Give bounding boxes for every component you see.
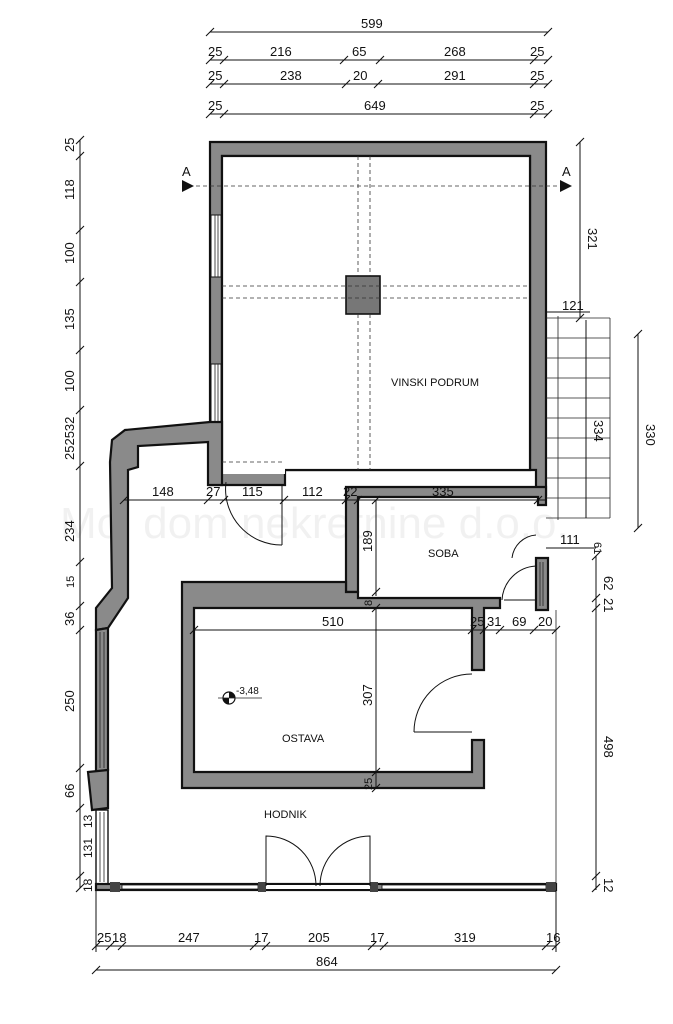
right-dimensions: 321 121 334 330 111 61 62 21 498 12 [546,137,658,892]
cellar-structure [196,156,560,470]
watermark: Moj dom nekretnine d.o.o. [60,499,569,548]
dim-hall-4: 22 [343,484,357,499]
interior-dimensions: 148 27 115 112 22 335 189 8 510 25 31 69… [119,484,561,793]
dim-hall-2: 115 [242,484,263,499]
dim-right-lower-4: 498 [601,736,616,758]
section-marker-right: A [562,164,571,179]
dim-left-10: 66 [62,784,77,798]
top-dimensions: 599 25 216 65 268 25 25 238 20 291 25 25… [205,16,553,119]
section-marker-left: A [182,164,191,179]
dim-bottom-2: 247 [178,930,200,945]
dim-top-r2-2: 20 [353,68,367,83]
doors [225,481,537,887]
dim-ostava-2: 31 [487,614,501,629]
outer-walls [86,420,558,892]
dim-left-13: 18 [81,878,95,892]
stairs [546,316,611,520]
bottom-dimensions: 25 18 247 17 205 17 319 16 864 [91,890,560,975]
dim-bottom-3: 17 [254,930,268,945]
dim-right-lower-5: 12 [601,878,616,892]
dim-left-5: 252532 [62,417,77,460]
dim-bottom-0: 25 [97,930,111,945]
dim-left-3: 135 [62,308,77,330]
dim-top-r2-3: 291 [444,68,466,83]
cellar-walls [208,140,548,497]
dim-right-lower-1: 61 [591,542,603,554]
dim-right-upper: 321 [585,228,600,250]
dim-ostava-1: 25 [470,614,484,629]
dim-left-7: 15 [65,576,77,588]
dim-bottom-1: 18 [112,930,126,945]
level-marker: -3,48 [218,686,262,705]
dim-left-4: 100 [62,370,77,392]
dim-hall-1: 27 [206,484,220,499]
level-marker-label: -3,48 [236,686,259,697]
dim-top-r3-0: 25 [208,98,222,113]
dim-ostava-4: 20 [538,614,552,629]
dim-right-stair-run: 334 [591,420,606,442]
dim-left-12: 131 [81,838,95,858]
ostava-walls [180,580,502,790]
dim-right-lower-0: 111 [560,532,580,547]
room-label-hodnik: HODNIK [264,809,307,821]
dim-left-11: 13 [81,814,95,828]
room-label-soba: SOBA [428,548,459,560]
dim-hall-0: 148 [152,484,174,499]
dim-bottom-4: 205 [308,930,330,945]
dim-top-r1-0: 25 [208,44,222,59]
dim-bottom-7: 16 [546,930,560,945]
dim-hall-5: 335 [432,484,454,499]
dim-left-0: 25 [62,138,77,152]
room-label-vinski-podrum: VINSKI PODRUM [391,377,479,389]
dim-top-total: 599 [361,16,383,31]
dim-hall-3: 112 [302,484,323,499]
dim-soba-height: 189 [360,530,375,552]
dim-bottom-total: 864 [316,954,338,969]
dim-top-r3-2: 25 [530,98,544,113]
dim-bottom-6: 319 [454,930,476,945]
dim-top-r2-1: 238 [280,68,302,83]
dim-left-1: 118 [62,179,77,200]
dim-ostava-wall: 25 [363,778,375,790]
dim-top-r1-1: 216 [270,44,292,59]
dim-top-r1-4: 25 [530,44,544,59]
dim-right-stair-total: 330 [643,424,658,446]
dim-bottom-5: 17 [370,930,384,945]
dim-ostava-3: 69 [512,614,526,629]
section-markers: A A [182,164,572,192]
dim-right-lower-3: 21 [601,598,616,612]
room-label-ostava: OSTAVA [282,733,325,745]
dim-top-r1-2: 65 [352,44,366,59]
dim-top-r2-0: 25 [208,68,222,83]
dim-right-stair-width: 121 [562,298,584,313]
dim-soba-wall: 8 [363,600,375,606]
dim-ostava-height: 307 [360,684,375,706]
dim-left-9: 250 [62,690,77,712]
dim-ostava-0: 510 [322,614,344,629]
dim-left-8: 36 [62,612,77,626]
dim-top-r1-3: 268 [444,44,466,59]
dim-left-6: 234 [62,520,77,542]
left-dimensions: 25 118 100 135 100 252532 234 15 36 250 … [62,135,95,893]
dim-top-r3-1: 649 [364,98,386,113]
dim-left-2: 100 [62,242,77,264]
dim-top-r2-4: 25 [530,68,544,83]
dim-right-lower-2: 62 [601,576,616,590]
